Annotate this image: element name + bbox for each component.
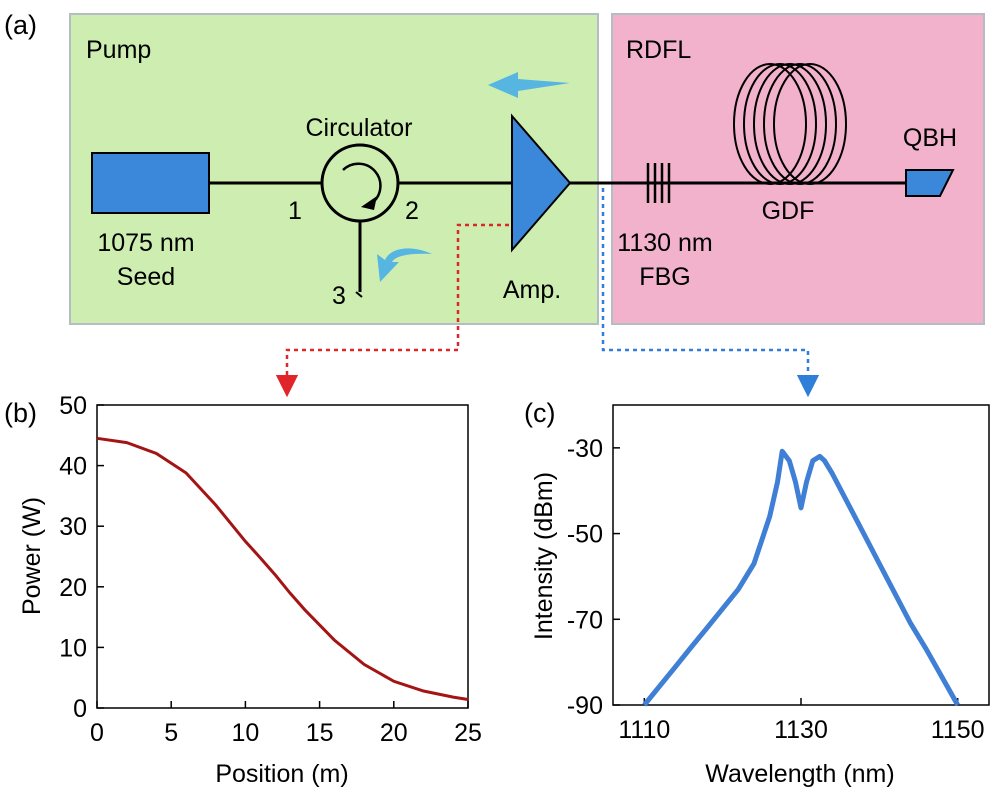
fbg-label: FBG [639,263,690,291]
circulator-arrowhead-icon [361,196,377,210]
power-xtick-label: 0 [90,719,104,747]
power-chart-ylabel: Power (W) [18,497,46,615]
gdf-label: GDF [762,197,815,225]
qbh [905,169,955,197]
port3-terminal [355,291,363,298]
power-ytick-label: 50 [59,392,87,420]
power-xtick-label: 5 [164,719,178,747]
port-3-label: 3 [332,282,346,310]
power-xtick-label: 20 [380,719,408,747]
spectrum-chart: 1110 1130 1150 -30 -50 -70 -90 Wavelength (nm)… [530,404,990,788]
gdf-coil [733,63,847,185]
fbg [646,163,671,203]
power-ytick-label: 40 [59,453,87,481]
power-xtick-label: 25 [454,719,482,747]
power-plot-frame [96,404,469,709]
power-xtick-label: 15 [306,719,334,747]
seed-wavelength-label: 1075 nm [97,229,194,257]
backward-arrow-icon [488,72,570,98]
spectrum-curve [642,448,960,707]
power-xtick-label: 10 [231,719,259,747]
circulator-label: Circulator [306,114,413,142]
panel-label-b: (b) [4,398,37,428]
spectrum-chart-xlabel: Wavelength (nm) [705,760,894,788]
power-chart: 0 5 10 15 20 25 0 10 20 30 40 50 Position (m) Power… [18,392,482,788]
panel-label-a: (a) [4,10,37,40]
spectrum-ytick-label: -50 [567,521,603,549]
power-ytick-label: 0 [73,695,87,723]
panel-label-c: (c) [524,398,555,428]
spectrum-xtick-label: 1150 [931,716,985,744]
power-curve [96,436,469,701]
spectrum-xtick-label: 1130 [774,716,828,744]
red-link-line [275,223,509,398]
seed-label: Seed [117,263,175,291]
power-chart-xlabel: Position (m) [215,760,348,788]
spectrum-chart-ylabel: Intensity (dBm) [530,472,558,640]
amplifier-label: Amp. [503,276,561,304]
power-ytick-label: 20 [59,574,87,602]
spectrum-ytick-label: -30 [567,435,603,463]
pump-label: Pump [86,36,151,64]
spectrum-ytick-label: -90 [567,692,603,720]
spectrum-xtick-label: 1110 [618,716,670,744]
rdfl-label: RDFL [626,36,691,64]
qbh-label: QBH [903,124,957,152]
amplifier [511,113,572,253]
spectrum-ytick-label: -70 [567,606,603,634]
fbg-wavelength-label: 1130 nm [617,229,712,257]
port-1-label: 1 [288,197,302,225]
curved-output-arrow-icon [377,248,432,282]
power-ytick-label: 10 [59,634,87,662]
port-2-label: 2 [405,197,419,225]
circulator-rotation-icon [342,162,382,204]
seed-laser [91,152,210,214]
power-ytick-label: 30 [59,513,87,541]
blue-link-line [601,188,820,398]
